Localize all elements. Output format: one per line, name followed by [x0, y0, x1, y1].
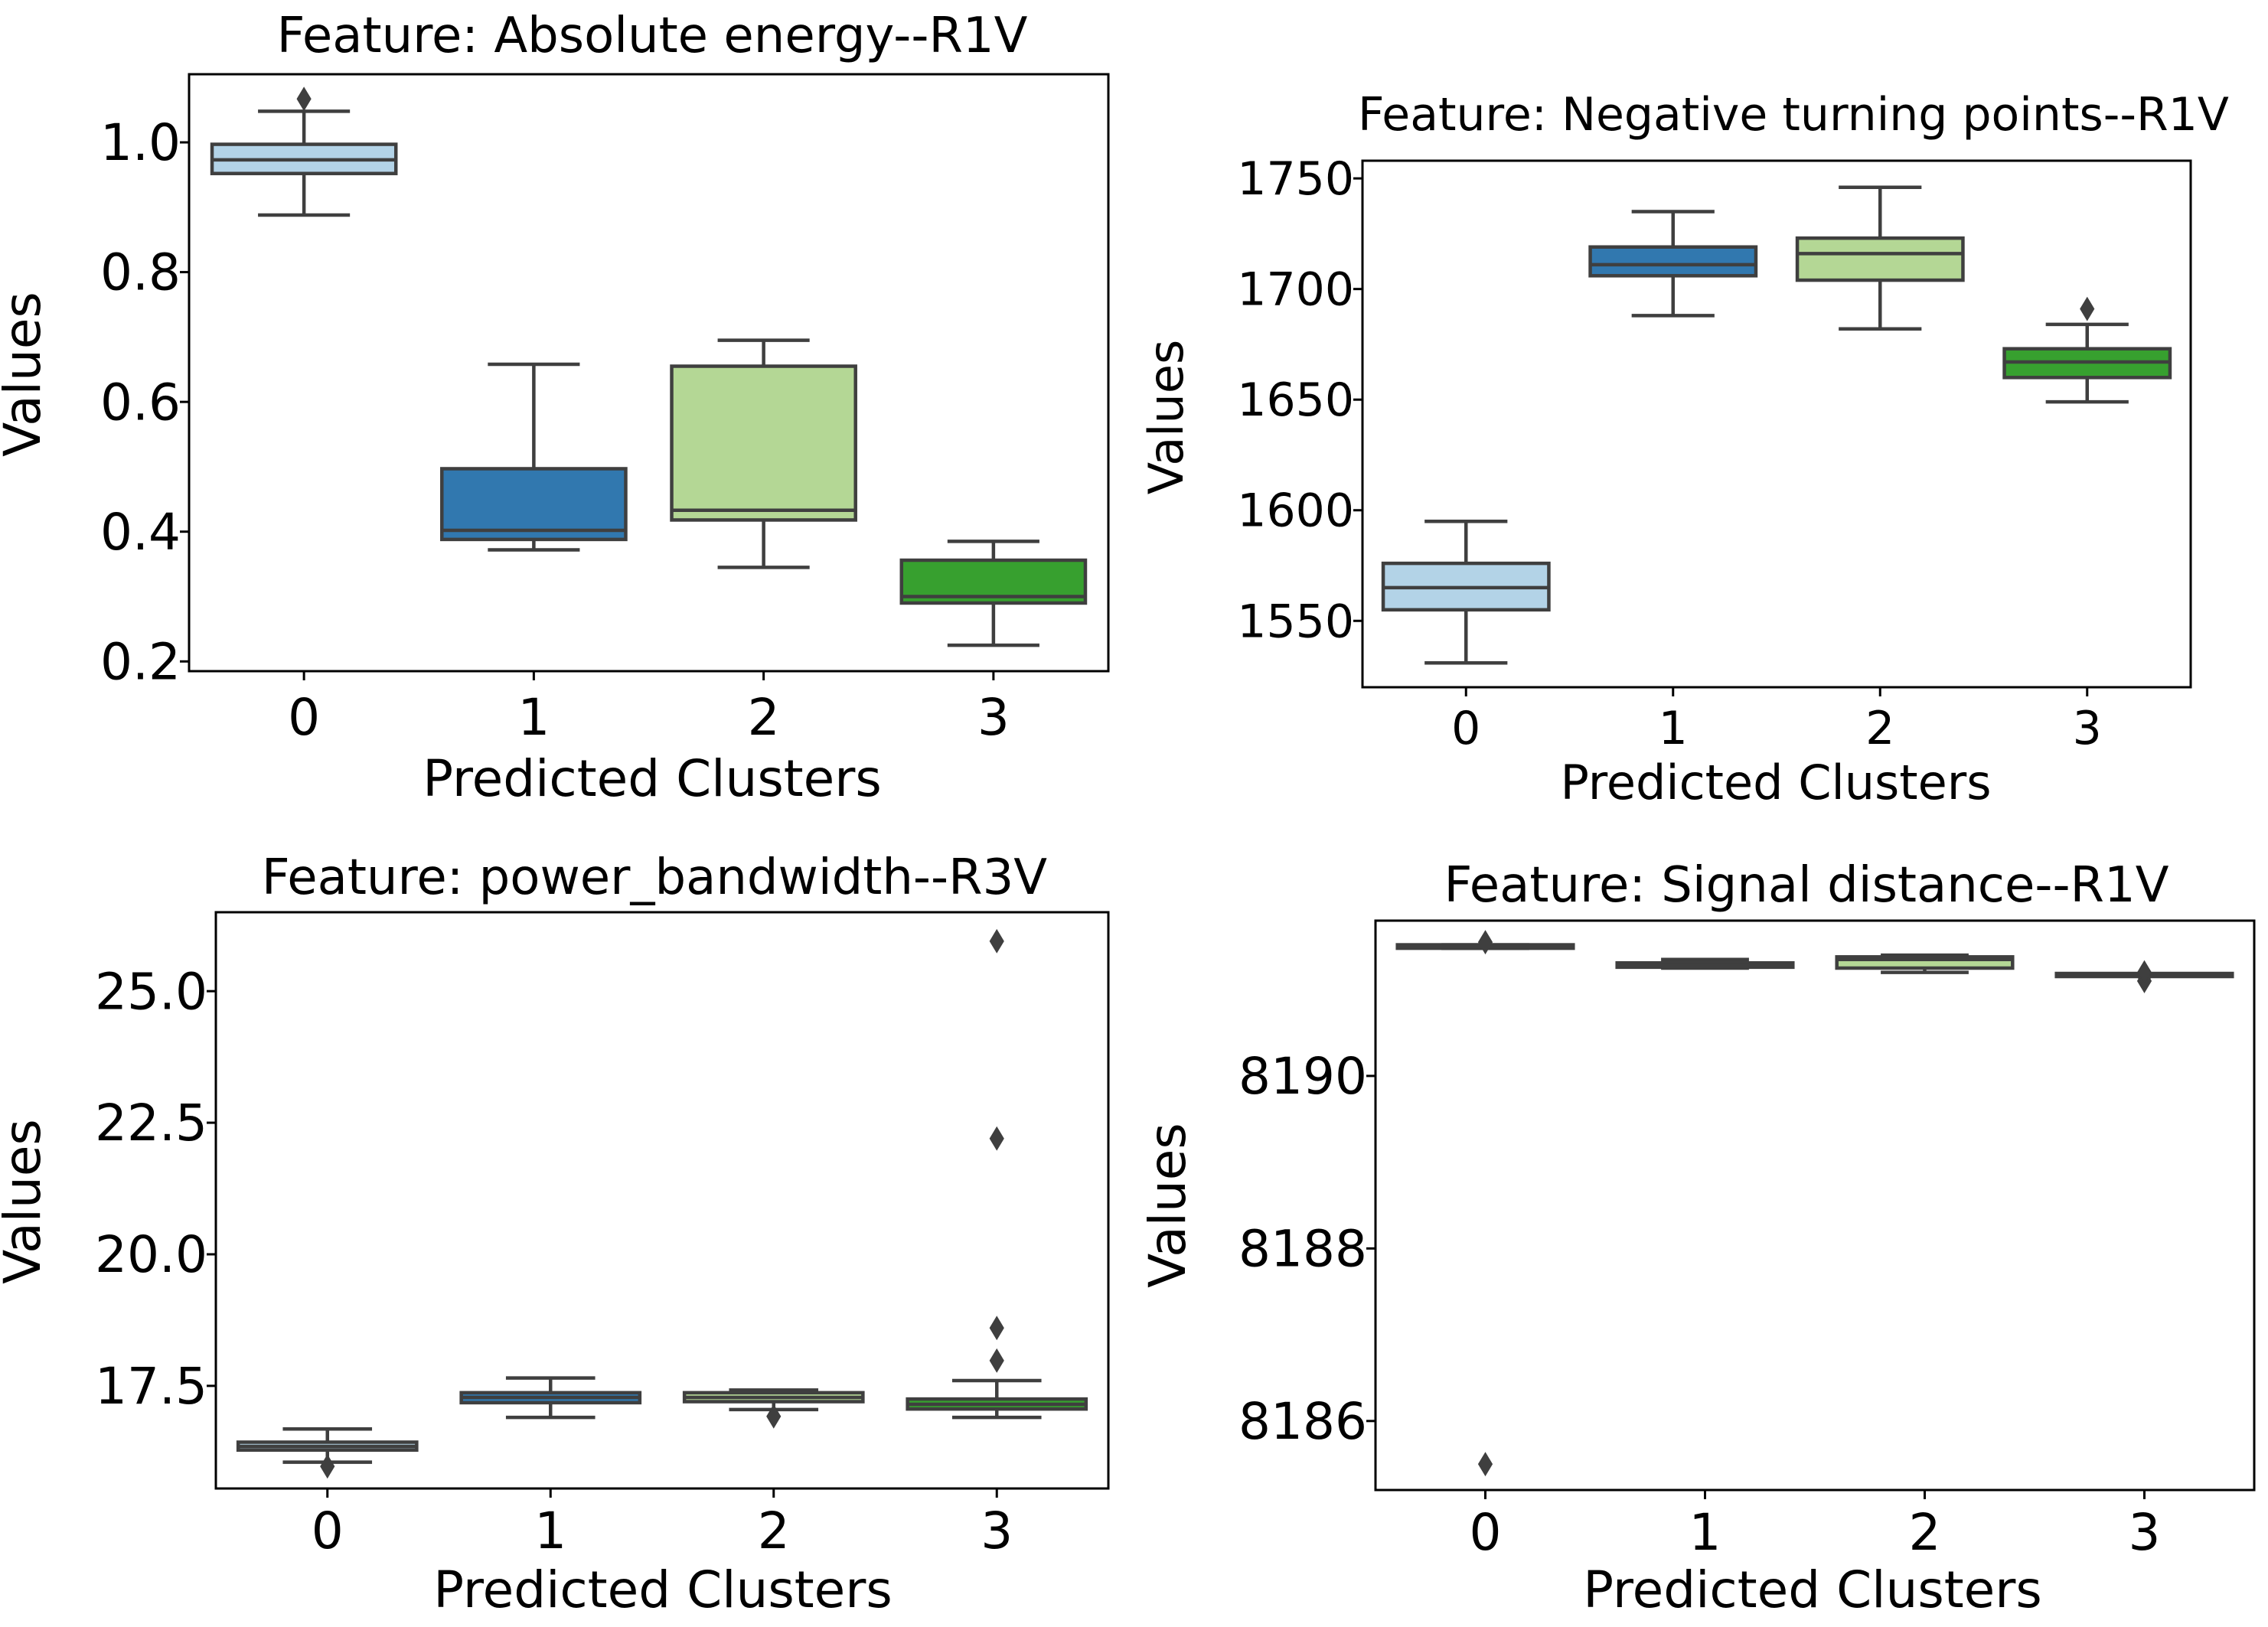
- x-tick-label: 1: [534, 1501, 566, 1560]
- outlier-point: [296, 86, 312, 112]
- x-tick-label: 1: [1689, 1503, 1721, 1562]
- y-tick-label: 25.0: [95, 962, 207, 1021]
- x-tick-label: 2: [1909, 1503, 1941, 1562]
- y-tick-label: 0.6: [100, 373, 181, 432]
- outlier-point: [766, 1404, 782, 1429]
- y-tick-label: 8188: [1238, 1219, 1367, 1278]
- x-tick-label: 3: [981, 1501, 1013, 1560]
- y-tick-label: 20.0: [95, 1225, 207, 1284]
- box-cluster-3: [906, 928, 1088, 1420]
- box-cluster-3: [899, 540, 1088, 647]
- panel-title: Feature: Negative turning points--R1V: [1358, 88, 2229, 142]
- y-tick-label: 8190: [1238, 1047, 1367, 1106]
- x-tick-label: 0: [288, 688, 320, 747]
- panel-title: Feature: Absolute energy--R1V: [277, 8, 1028, 64]
- panel-title: Feature: power_bandwidth--R3V: [262, 849, 1047, 906]
- axes-frame: [1374, 919, 2256, 1492]
- y-axis-label: Values: [1138, 340, 1194, 495]
- box-iqr: [1588, 245, 1758, 278]
- x-tick-label: 2: [1865, 702, 1894, 755]
- box-iqr: [1795, 236, 1965, 282]
- axes-frame: [188, 73, 1110, 673]
- box-cluster-3: [2002, 296, 2172, 404]
- x-tick-label: 0: [1470, 1503, 1502, 1562]
- panel-negative-turning-points: Feature: Negative turning points--R1V Pr…: [1138, 88, 2229, 810]
- outlier-point: [2080, 296, 2095, 321]
- outlier-point: [1477, 930, 1493, 955]
- y-tick-label: 17.5: [95, 1357, 207, 1416]
- box-iqr: [670, 364, 857, 522]
- x-axis-label: Predicted Clusters: [423, 749, 881, 808]
- outlier-point: [989, 1348, 1004, 1373]
- y-tick-label: 1750: [1237, 152, 1354, 206]
- box-cluster-2: [670, 338, 857, 569]
- x-tick-label: 3: [977, 688, 1010, 747]
- box-cluster-0: [236, 1427, 419, 1479]
- x-tick-label: 1: [517, 688, 550, 747]
- box-cluster-2: [1795, 185, 1965, 331]
- x-axis-label: Predicted Clusters: [1583, 1560, 2041, 1619]
- outlier-point: [320, 1454, 335, 1479]
- box-cluster-1: [1588, 210, 1758, 318]
- y-tick-label: 22.5: [95, 1094, 207, 1153]
- x-axis-label: Predicted Clusters: [1560, 755, 1991, 810]
- y-tick-label: 0.4: [100, 503, 181, 562]
- outlier-point: [989, 928, 1004, 954]
- panel-absolute-energy: Feature: Absolute energy--R1V Predicted …: [0, 8, 1110, 808]
- box-cluster-1: [1615, 957, 1795, 970]
- x-tick-label: 0: [312, 1501, 344, 1560]
- x-tick-label: 2: [758, 1501, 790, 1560]
- x-tick-label: 1: [1659, 702, 1688, 755]
- panel-power-bandwidth: Feature: power_bandwidth--R3V Predicted …: [0, 849, 1110, 1619]
- outlier-point: [1477, 1452, 1493, 1477]
- x-tick-label: 0: [1451, 702, 1480, 755]
- box-cluster-2: [682, 1388, 865, 1429]
- y-tick-label: 1700: [1237, 263, 1354, 317]
- y-tick-label: 1550: [1237, 595, 1354, 648]
- box-cluster-3: [2054, 960, 2234, 993]
- box-cluster-1: [440, 362, 628, 552]
- x-tick-label: 2: [748, 688, 780, 747]
- outlier-point: [989, 1126, 1004, 1151]
- box-cluster-0: [1395, 930, 1575, 1477]
- axes-frame: [214, 911, 1110, 1490]
- y-tick-label: 1600: [1237, 484, 1354, 538]
- box-cluster-0: [210, 86, 398, 217]
- y-tick-label: 0.2: [100, 632, 181, 691]
- x-axis-label: Predicted Clusters: [433, 1560, 892, 1619]
- x-tick-label: 3: [2073, 702, 2102, 755]
- y-tick-label: 0.8: [100, 243, 181, 302]
- box-cluster-1: [459, 1376, 642, 1420]
- y-tick-label: 1650: [1237, 373, 1354, 427]
- outlier-point: [989, 1316, 1004, 1341]
- y-axis-label: Values: [0, 1119, 52, 1284]
- box-cluster-0: [1381, 519, 1551, 665]
- y-axis-label: Values: [1138, 1123, 1197, 1288]
- axes-frame: [1361, 159, 2192, 689]
- box-cluster-2: [1835, 953, 2015, 974]
- panel-title: Feature: Signal distance--R1V: [1444, 857, 2168, 914]
- x-tick-label: 3: [2129, 1503, 2161, 1562]
- y-axis-label: Values: [0, 292, 52, 457]
- y-tick-label: 1.0: [100, 113, 181, 172]
- outlier-point: [2136, 960, 2152, 985]
- panel-signal-distance: Feature: Signal distance--R1V Predicted …: [1138, 857, 2256, 1619]
- box-iqr: [440, 467, 628, 542]
- y-tick-label: 8186: [1238, 1392, 1367, 1451]
